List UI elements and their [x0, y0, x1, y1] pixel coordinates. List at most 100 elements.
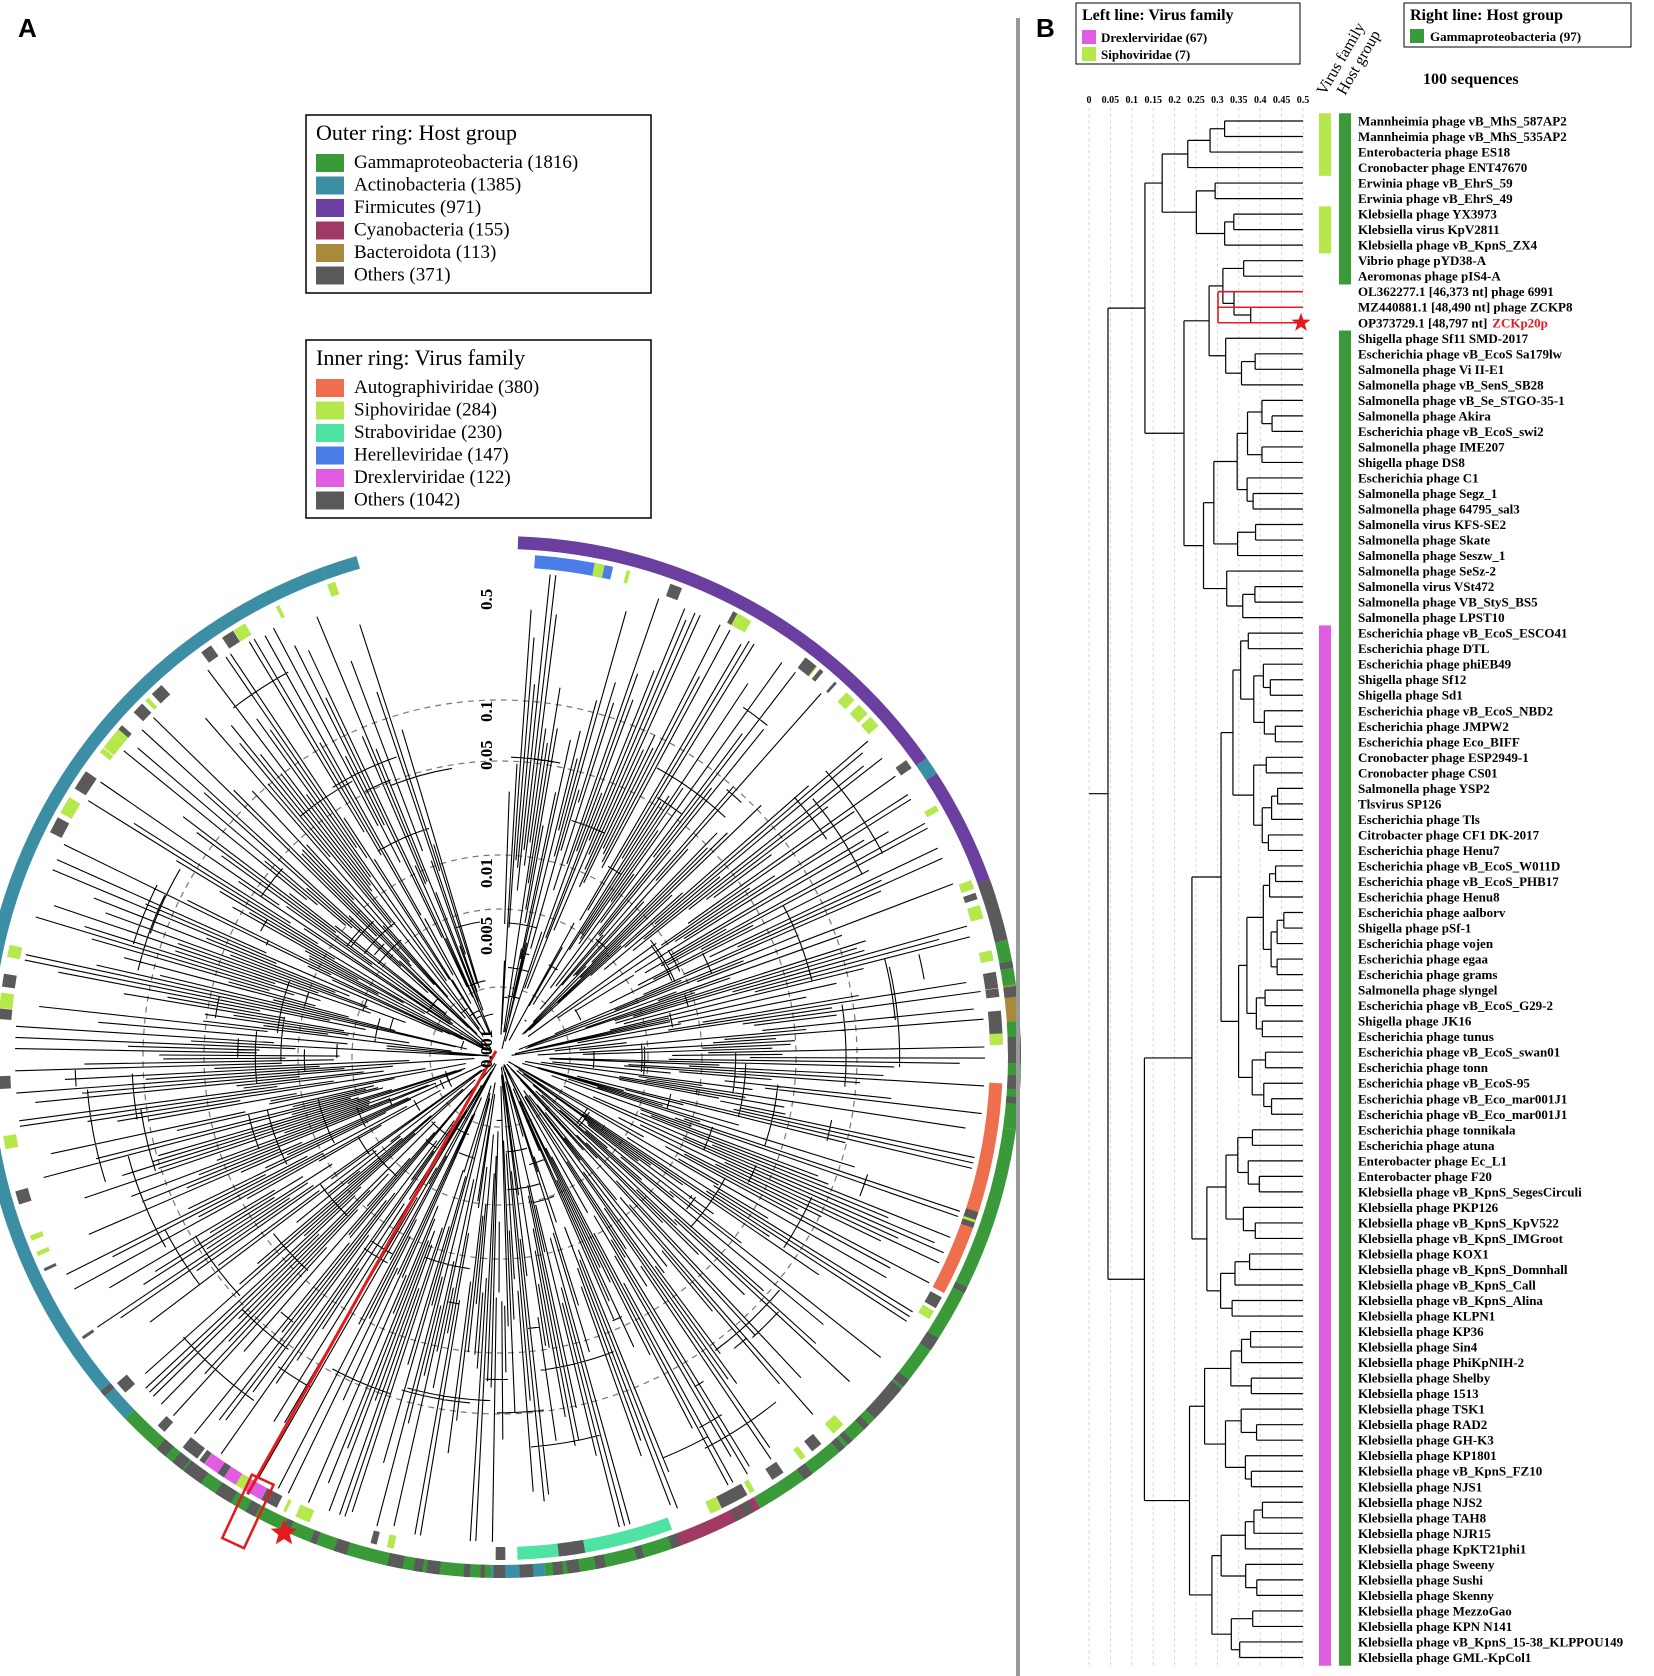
- host-group-strip-cell: [1339, 221, 1351, 238]
- scale-circle: [142, 699, 858, 1415]
- family-ring-fleck: [811, 668, 824, 682]
- star-icon: [270, 1519, 298, 1545]
- host-ring-segment: [673, 1496, 761, 1547]
- leaf-label: Klebsiella phage NJS1: [1358, 1479, 1482, 1494]
- host-group-strip-cell: [1339, 1059, 1351, 1076]
- family-ring-fleck: [0, 1075, 12, 1090]
- leaf-label: Salmonella phage 64795_sal3: [1358, 502, 1520, 517]
- host-group-strip-cell: [1339, 1091, 1351, 1108]
- family-ring-fleck: [233, 623, 252, 642]
- host-group-strip-cell: [1339, 609, 1351, 626]
- virus-family-strip-cell: [1319, 966, 1331, 983]
- virus-family-strip-cell: [1319, 1525, 1331, 1542]
- host-group-legend-label: Others (371): [354, 265, 451, 286]
- host-ring-fleck: [881, 1382, 901, 1401]
- host-ring-fleck: [225, 1488, 238, 1503]
- family-ring-fleck: [65, 797, 81, 810]
- leaf-label: Klebsiella phage MezzoGao: [1358, 1603, 1512, 1618]
- host-group-strip-cell: [1339, 625, 1351, 642]
- virus-family-strip-cell: [1319, 1603, 1331, 1620]
- leaf-label: Escherichia phage vB_EcoS_swi2: [1358, 424, 1544, 439]
- virus-family-strip-cell: [1319, 687, 1331, 704]
- family-ring-fleck: [118, 725, 132, 738]
- leaf-label: Salmonella phage SeSz-2: [1358, 564, 1496, 579]
- leaf-label: Salmonella phage VB_StyS_BS5: [1358, 595, 1538, 610]
- virus-family-strip-cell: [1319, 920, 1331, 937]
- virus-family-strip-cell: [1319, 656, 1331, 673]
- family-ring-fleck: [731, 613, 752, 633]
- virus-family-strip-cell: [1319, 1416, 1331, 1433]
- family-ring-fleck: [76, 771, 97, 793]
- family-ring-fleck: [116, 1374, 136, 1393]
- leaf-label: Salmonella virus VSt472: [1358, 579, 1494, 594]
- leaf-label: Klebsiella phage KPN N141: [1358, 1619, 1512, 1634]
- family-ring-fleck: [283, 1499, 292, 1513]
- host-ring-fleck: [796, 1463, 813, 1480]
- host-group-strip-cell: [1339, 346, 1351, 363]
- virus-family-legend-label: Siphoviridae (7): [1101, 47, 1190, 62]
- virus-family-strip-cell: [1319, 1013, 1331, 1030]
- leaf-label: Escherichia phage C1: [1358, 470, 1479, 485]
- family-ring-fleck: [495, 1546, 506, 1560]
- host-ring-fleck: [480, 1564, 486, 1578]
- host-group-strip-cell: [1339, 113, 1351, 130]
- host-group-strip-cell: [1339, 1308, 1351, 1325]
- leaf-label: Klebsiella phage RAD2: [1358, 1417, 1487, 1432]
- host-group-strip-cell: [1339, 1277, 1351, 1294]
- virus-family-strip-cell: [1319, 1572, 1331, 1589]
- host-ring-segment: [889, 1127, 1016, 1392]
- virus-family-strip-cell: [1319, 1556, 1331, 1573]
- family-ring-fleck: [765, 1461, 784, 1480]
- leaf-label: Klebsiella phage vB_KpnS_FZ10: [1358, 1464, 1542, 1479]
- family-ring-fleck: [860, 716, 879, 735]
- host-group-legend-label: Firmicutes (971): [354, 197, 481, 218]
- host-group-strip-cell: [1339, 1028, 1351, 1045]
- leaf-label: Enterobacter phage Ec_L1: [1358, 1153, 1507, 1168]
- host-group-strip-cell: [1339, 547, 1351, 564]
- leaf-label: Salmonella phage YSP2: [1358, 781, 1490, 796]
- leaf-label: Shigella phage Sd1: [1358, 688, 1463, 703]
- family-ring-fleck: [963, 892, 978, 904]
- family-ring-fleck: [15, 1187, 32, 1205]
- family-ring-fleck: [204, 646, 217, 661]
- virus-family-strip-cell: [1319, 1277, 1331, 1294]
- inner-legend-title: Inner ring: Virus family: [316, 345, 525, 370]
- virus-family-strip-cell: [1319, 811, 1331, 828]
- leaf-label: Tlsvirus SP126: [1358, 796, 1442, 811]
- leaf-label: Klebsiella phage vB_KpnS_Alina: [1358, 1293, 1543, 1308]
- host-group-strip-cell: [1339, 578, 1351, 595]
- leaf-label: Klebsiella phage PKP126: [1358, 1200, 1499, 1215]
- host-group-strip-cell: [1339, 1634, 1351, 1651]
- scale-circle: [203, 760, 797, 1354]
- family-ring-segment: [204, 1453, 270, 1502]
- host-ring-fleck: [855, 1415, 870, 1430]
- leaf-label: Klebsiella phage GML-KpCol1: [1358, 1650, 1531, 1665]
- leaf-label: Klebsiella phage TSK1: [1358, 1402, 1485, 1417]
- host-group-strip-cell: [1339, 1510, 1351, 1527]
- axis-tick-label: 0.4: [1254, 95, 1267, 106]
- host-ring-fleck: [922, 1332, 938, 1347]
- host-group-strip-cell: [1339, 1075, 1351, 1092]
- host-group-strip-cell: [1339, 889, 1351, 906]
- leaf-label: Escherichia phage DTL: [1358, 641, 1490, 656]
- host-group-strip-cell: [1339, 532, 1351, 549]
- leaf-label: Mannheimia phage vB_MhS_535AP2: [1358, 129, 1567, 144]
- leaf-label: Klebsiella phage KLPN1: [1358, 1309, 1495, 1324]
- virus-family-legend-swatch: [316, 379, 344, 397]
- host-group-strip-cell: [1339, 1106, 1351, 1123]
- host-group-legend-label: Cyanobacteria (155): [354, 220, 510, 241]
- leaf-label: Escherichia phage tunus: [1358, 1029, 1494, 1044]
- host-group-strip-cell: [1339, 1618, 1351, 1635]
- leaf-label: Klebsiella phage Skenny: [1358, 1588, 1494, 1603]
- host-group-strip-cell: [1339, 671, 1351, 688]
- host-group-strip-cell: [1339, 190, 1351, 207]
- host-ring-fleck: [392, 1554, 405, 1569]
- family-ring-fleck: [133, 703, 152, 722]
- virus-family-legend-swatch: [1082, 30, 1096, 44]
- host-group-strip-cell: [1339, 687, 1351, 704]
- virus-family-strip-cell: [1319, 1354, 1331, 1371]
- family-ring-fleck: [924, 1291, 942, 1309]
- virus-family-strip-cell: [1319, 1044, 1331, 1061]
- family-ring-fleck: [849, 704, 868, 723]
